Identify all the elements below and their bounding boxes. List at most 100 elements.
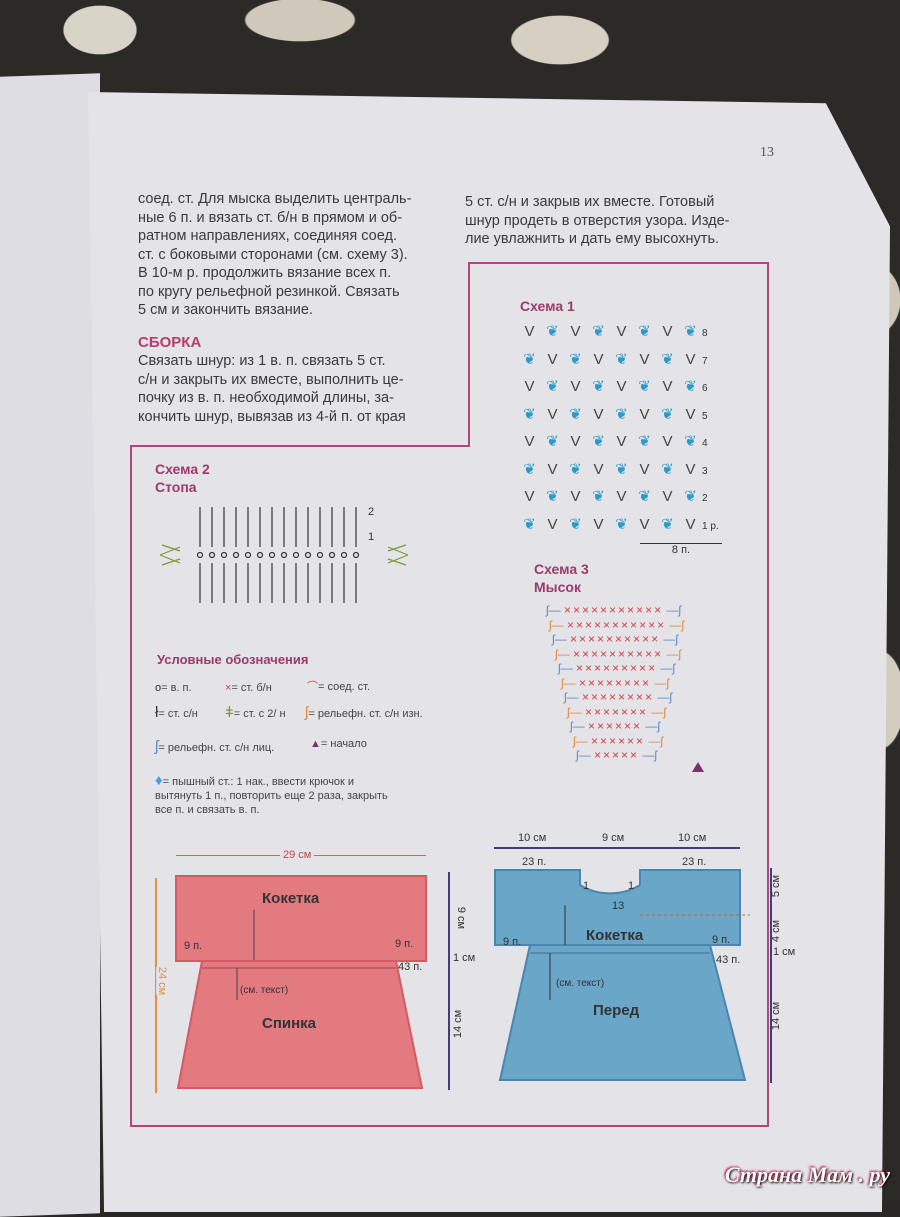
scheme3-row: ʃ— ××××××× —ʃ (532, 705, 747, 720)
scheme2-title: Схема 2 Стопа (155, 460, 210, 496)
post-stitch-icon: —ʃ (663, 646, 682, 661)
text-line: 5 ст. с/н и закрыв их вместе. Готовый (465, 194, 715, 210)
post-stitch-icon: —ʃ (642, 719, 661, 733)
double-crochet-symbols (159, 544, 181, 566)
dc-v-icon: V (570, 433, 581, 450)
puff-stitch-icon: ❦ (638, 323, 651, 340)
text-line: шнур продеть в отверстия узора. Изде- (465, 212, 730, 229)
post-stitch-icon: —ʃ (654, 690, 673, 704)
front-side-left: 9 п. (503, 936, 522, 948)
chain-icon (220, 551, 228, 559)
puff-stitch-icon: ❦ (638, 378, 651, 395)
back-yoke-label: Кокетка (262, 890, 320, 907)
chain-icon (352, 551, 360, 559)
front-top-dim: 10 см (678, 832, 707, 844)
puff-stitch-icon: ❦ (615, 460, 628, 478)
post-stitch-icon: ʃ— (555, 646, 573, 661)
scheme3-row: ʃ— ××××× —ʃ (532, 748, 747, 763)
frame-line (767, 262, 769, 1127)
scheme1-row: V❦V❦V❦V❦8 (518, 322, 733, 350)
legend-text: = пышный ст.: 1 нак., ввести крючок и вы… (155, 776, 388, 816)
puff-stitch-icon: ❦ (592, 433, 605, 450)
dc-v-icon: V (524, 323, 535, 340)
puff-stitch-icon: ❦ (523, 460, 536, 478)
back-side-right: 9 п. (395, 938, 414, 950)
single-crochet-icon: ××××××× (585, 704, 649, 719)
text-line: ст. с боковыми сторонами (см. схему 3). (138, 246, 408, 263)
slip-stitch-icon: ⌒ (307, 681, 318, 693)
frame-line (130, 445, 470, 447)
single-crochet-icon: ×××××××××× (570, 632, 661, 646)
post-stitch-icon: ʃ— (576, 748, 594, 762)
puff-stitch-icon: ❦ (546, 323, 559, 340)
front-top-dim: 9 см (602, 832, 625, 844)
row-number: 5 (702, 410, 708, 422)
front-name-label: Перед (593, 1002, 640, 1019)
scheme3-row: ʃ— ××××××××××× —ʃ (532, 603, 747, 618)
text-line: ратном направлениях, соединяя соед. (138, 228, 397, 244)
post-stitch-icon: —ʃ (657, 661, 676, 675)
puff-stitch-icon: ❦ (546, 378, 559, 395)
row-mark: 1 (368, 531, 374, 543)
instructions-right: 5 ст. с/н и закрыв их вместе. Готовый шн… (465, 193, 765, 249)
back-name-label: Спинка (262, 1015, 317, 1032)
row-number: 3 (702, 465, 708, 477)
page-number: 13 (760, 145, 774, 160)
front-stitches: 43 п. (716, 954, 741, 966)
chain-icon (304, 551, 312, 559)
post-stitch-icon: —ʃ (666, 617, 685, 632)
dc-v-icon: V (639, 515, 650, 533)
front-side-right: 9 п. (712, 934, 731, 946)
puff-stitch-icon: ❦ (638, 488, 651, 505)
height-dim-line (155, 878, 157, 1093)
dc-v-icon: V (639, 350, 650, 368)
dc-v-icon: V (593, 405, 604, 423)
puff-stitch-icon: ❦ (615, 405, 628, 423)
tc-icon: ǂ (225, 704, 234, 721)
back-dim-line (448, 872, 450, 1090)
text-line: почку из в. п. необходимой длины, за- (138, 390, 394, 406)
puff-stitch-icon: ❦ (569, 515, 582, 533)
legend-text: = в. п. (161, 682, 192, 694)
post-stitch-icon: —ʃ (660, 632, 679, 646)
dc-v-icon: V (547, 405, 558, 423)
puff-stitch-icon: ❦ (592, 378, 605, 395)
puff-stitch-icon: ❦ (684, 323, 697, 340)
puff-stitch-icon: ❦ (684, 378, 697, 395)
back-dim: 9 см (455, 906, 468, 930)
legend-text: = ст. с/н (158, 708, 198, 720)
scheme2-subtitle: Стопа (155, 479, 197, 495)
scheme2-title-text: Схема 2 (155, 461, 210, 477)
legend-title: Условные обозначения (157, 652, 309, 667)
post-stitch-icon: ʃ— (564, 690, 582, 704)
single-crochet-icon: ×××××× (588, 719, 643, 733)
dc-v-icon: V (524, 433, 535, 450)
row-number: 6 (702, 383, 708, 394)
chain-icon (232, 551, 240, 559)
dc-v-icon: V (685, 460, 696, 478)
single-crochet-icon: ××××××××××× (564, 603, 664, 617)
front-dim: 14 см (770, 1001, 783, 1031)
dc-v-icon: V (616, 323, 627, 340)
neck-mark: 13 (612, 900, 625, 912)
back-dim: 14 см (452, 1009, 465, 1039)
dc-v-icon: V (685, 350, 696, 368)
dc-v-icon: V (524, 488, 535, 505)
left-page-edge (0, 73, 100, 1217)
scheme3-row: ʃ— ×××××× —ʃ (532, 719, 747, 734)
dc-v-icon: V (662, 488, 673, 505)
back-post-icon: ʃ (305, 704, 309, 721)
chain-icon (196, 551, 204, 559)
dc-v-icon: V (593, 460, 604, 478)
frame-line (468, 262, 768, 264)
puff-stitch-icon: ❦ (684, 488, 697, 505)
back-width: 29 см (280, 849, 315, 861)
puff-stitch-icon: ❦ (661, 405, 674, 423)
legend-text: = начало (320, 738, 367, 750)
chain-icon (340, 551, 348, 559)
row-number: 4 (702, 438, 708, 449)
scheme3-row: ʃ— ×××××××××× —ʃ (532, 647, 747, 662)
front-post-icon: ʃ (155, 738, 159, 755)
